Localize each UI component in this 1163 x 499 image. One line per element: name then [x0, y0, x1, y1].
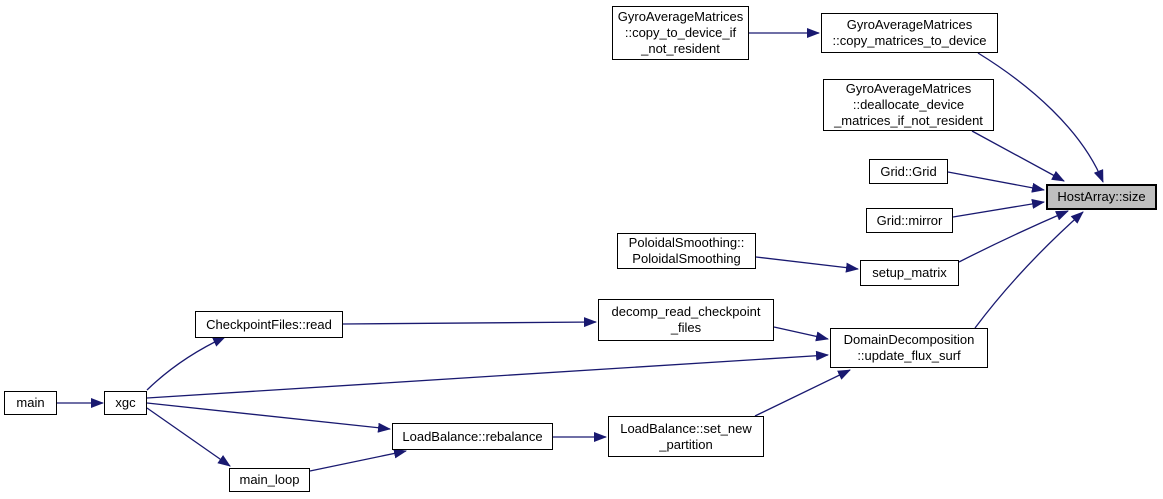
node-label: ::update_flux_surf [857, 348, 961, 363]
node-loadbalance-rebalance[interactable]: LoadBalance::rebalance [392, 423, 553, 450]
edge-loadbalance-set-new-partition-to-domain-decomposition-update-flux-surf [754, 369, 851, 417]
node-label: DomainDecomposition [843, 332, 975, 347]
node-label: _partition [659, 436, 713, 452]
edge-xgc-to-checkpoint-files-read [146, 336, 226, 391]
edge-xgc-to-loadbalance-rebalance [146, 402, 391, 433]
edge-setup-matrix-to-hostarray-size [958, 210, 1069, 263]
node-label: GyroAverageMatrices [846, 17, 973, 32]
node-label: main [16, 395, 45, 410]
node-domain-decomposition-update-flux-surf[interactable]: DomainDecomposition::update_flux_surf [830, 328, 988, 368]
edge-gyro-copy-matrices-to-device-to-hostarray-size [977, 52, 1104, 183]
edge-domain-decomposition-update-flux-surf-to-hostarray-size [974, 211, 1084, 329]
node-label: Grid::Grid [880, 163, 937, 179]
edge-main-loop-to-loadbalance-rebalance [309, 448, 407, 472]
node-decomp-read-checkpoint-files[interactable]: decomp_read_checkpoint_files [598, 299, 774, 341]
node-setup-matrix[interactable]: setup_matrix [860, 260, 959, 286]
edge-checkpoint-files-read-to-decomp-read-checkpoint-files [342, 317, 597, 328]
edge-grid-mirror-to-hostarray-size [952, 199, 1045, 218]
node-grid-mirror[interactable]: Grid::mirror [866, 208, 953, 233]
node-main[interactable]: main [4, 391, 57, 415]
node-label: HostArray::size [1057, 189, 1146, 204]
edge-gyro-deallocate-device-matrices-if-not-resident-to-hostarray-size [971, 130, 1065, 182]
node-label: setup_matrix [872, 265, 947, 280]
edge-grid-grid-to-hostarray-size [947, 171, 1045, 193]
node-label: _matrices_if_not_resident [834, 113, 983, 128]
node-gyro-copy-to-device-if-not-resident[interactable]: GyroAverageMatrices::copy_to_device_if_n… [612, 6, 749, 60]
node-label: Grid::mirror [876, 212, 943, 228]
node-label: PoloidalSmoothing [632, 251, 741, 266]
edge-poloidal-smoothing-to-setup-matrix [755, 256, 859, 273]
node-checkpoint-files-read[interactable]: CheckpointFiles::read [195, 311, 343, 338]
node-label: _not_resident [641, 41, 720, 56]
node-xgc[interactable]: xgc [104, 391, 147, 415]
node-hostarray-size: HostArray::size [1046, 184, 1157, 210]
node-label: LoadBalance::set_new [620, 420, 752, 436]
node-label: ::deallocate_device [852, 97, 965, 112]
node-main-loop[interactable]: main_loop [229, 468, 310, 492]
node-gyro-deallocate-device-matrices-if-not-resident[interactable]: GyroAverageMatrices::deallocate_device_m… [823, 79, 994, 131]
edge-xgc-to-main-loop [146, 407, 231, 467]
node-poloidal-smoothing[interactable]: PoloidalSmoothing::PoloidalSmoothing [617, 233, 756, 269]
node-grid-grid[interactable]: Grid::Grid [869, 159, 948, 184]
node-loadbalance-set-new-partition[interactable]: LoadBalance::set_new_partition [608, 416, 764, 457]
node-label: ::copy_matrices_to_device [832, 33, 987, 48]
node-label: main_loop [239, 472, 300, 487]
node-label: PoloidalSmoothing:: [628, 235, 745, 250]
node-label: xgc [115, 395, 136, 410]
node-label: GyroAverageMatrices [617, 9, 744, 24]
edge-xgc-to-domain-decomposition-update-flux-surf [146, 350, 829, 399]
node-label: CheckpointFiles::read [206, 316, 332, 332]
node-label: LoadBalance::rebalance [402, 428, 543, 444]
node-gyro-copy-matrices-to-device[interactable]: GyroAverageMatrices::copy_matrices_to_de… [821, 13, 998, 53]
node-label: ::copy_to_device_if [624, 25, 737, 40]
node-label: _files [670, 320, 702, 335]
edge-decomp-read-checkpoint-files-to-domain-decomposition-update-flux-surf [773, 326, 829, 342]
node-label: GyroAverageMatrices [845, 81, 972, 96]
node-label: decomp_read_checkpoint [611, 304, 761, 319]
